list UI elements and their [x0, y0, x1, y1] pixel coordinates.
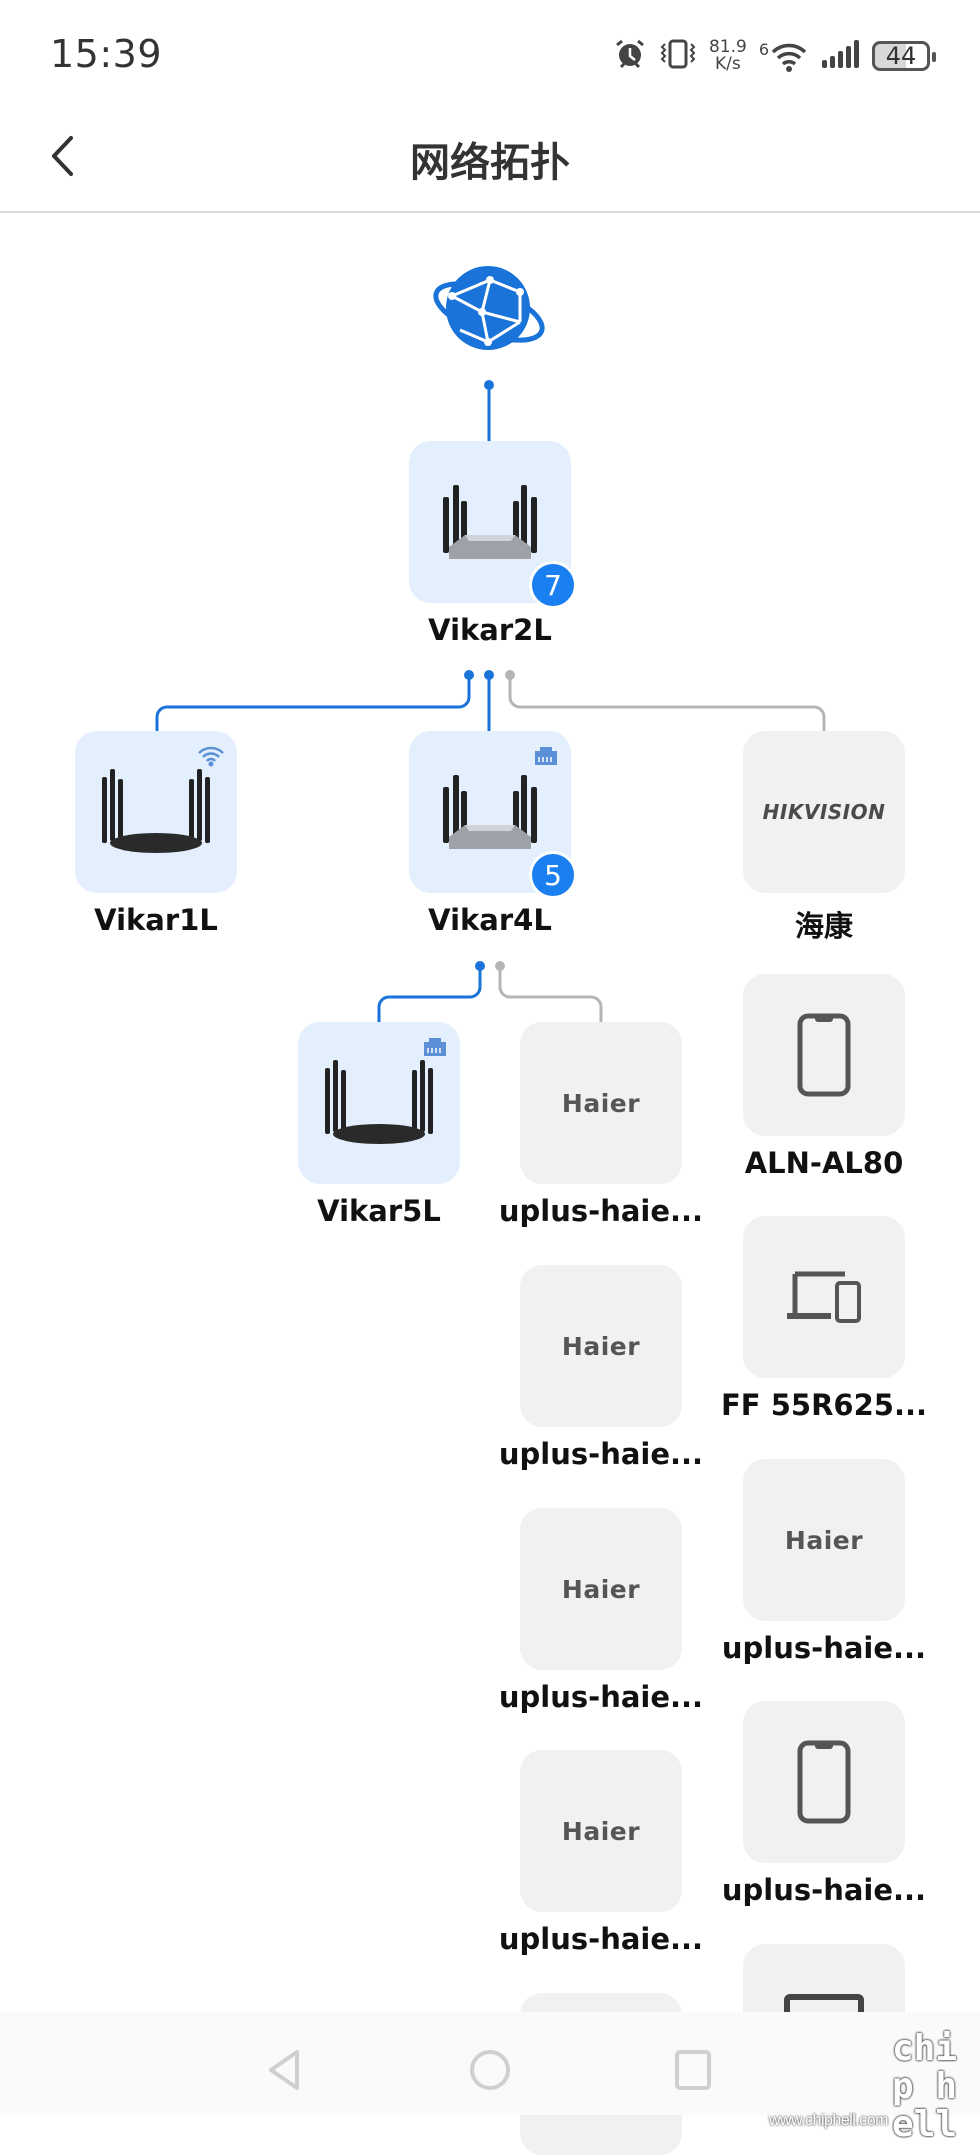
node-label: uplus-haie...: [498, 1437, 704, 1471]
device-count-badge: 7: [529, 561, 577, 609]
nav-recents-button[interactable]: [663, 2040, 723, 2100]
device-card[interactable]: [743, 1216, 905, 1378]
node-label: ALN-AL80: [744, 1146, 904, 1180]
device-card[interactable]: Haier: [520, 1508, 682, 1670]
router-card[interactable]: 5: [409, 731, 577, 899]
system-nav-bar: www.chiphell.com chip hell: [0, 2012, 980, 2144]
node-vikar5l[interactable]: Vikar5L: [298, 1022, 460, 1228]
uplink-line: [484, 380, 494, 441]
router-icon: [102, 769, 210, 853]
link-vikar1l: [155, 670, 474, 731]
nav-back-button[interactable]: [255, 2040, 315, 2100]
chevron-left-icon: [52, 136, 73, 176]
node-haier[interactable]: Haier uplus-haie...: [722, 1459, 926, 1665]
home-circle-icon: [470, 2050, 510, 2090]
node-label: uplus-haie...: [721, 1873, 927, 1907]
chiphell-logo: chip hell: [892, 2028, 958, 2145]
node-label: Vikar4L: [428, 903, 552, 937]
hikvision-logo: HIKVISION: [762, 800, 886, 824]
node-ff55r625[interactable]: FF 55R625...: [721, 1216, 927, 1422]
device-card[interactable]: Haier: [520, 1265, 682, 1427]
wifi-gen-label: 6: [758, 40, 769, 59]
globe-icon[interactable]: [430, 262, 548, 358]
node-label: uplus-haie...: [498, 1680, 704, 1714]
device-card[interactable]: HIKVISION: [743, 731, 905, 893]
router-icon: [443, 775, 537, 849]
haier-logo: Haier: [561, 1088, 641, 1118]
node-haier[interactable]: Haier uplus-haie...: [499, 1508, 703, 1714]
link-vikar4l: [484, 670, 494, 731]
node-label: uplus-haie...: [498, 1194, 704, 1228]
node-label: uplus-haie...: [721, 1631, 927, 1665]
vibrate-icon: [659, 37, 697, 76]
node-main-router[interactable]: 7 Vikar2L: [409, 441, 577, 647]
back-button[interactable]: [40, 126, 84, 186]
link-hikvision: [505, 670, 826, 731]
battery-icon: 44: [872, 41, 936, 71]
watermark: www.chiphell.com chip hell: [769, 2030, 972, 2144]
alarm-icon: [613, 37, 647, 76]
net-speed: 81.9 K/s: [709, 39, 747, 73]
node-label: 海康: [794, 909, 853, 943]
device-count-badge: 5: [529, 851, 577, 899]
page-title: 网络拓扑: [410, 140, 570, 186]
device-card[interactable]: Haier: [520, 1750, 682, 1912]
haier-logo: Haier: [561, 1816, 641, 1846]
haier-logo: Haier: [561, 1331, 641, 1361]
node-haier[interactable]: Haier uplus-haie...: [499, 1265, 703, 1471]
phone-icon: [797, 1740, 851, 1824]
back-triangle-icon: [269, 2050, 299, 2090]
node-hikvision[interactable]: HIKVISION 海康: [743, 731, 905, 943]
signal-icon: [820, 38, 860, 75]
haier-logo: Haier: [784, 1525, 864, 1555]
phone-icon: [797, 1013, 851, 1097]
node-label: Vikar2L: [428, 613, 552, 647]
node-aln-al80[interactable]: ALN-AL80: [743, 974, 905, 1180]
node-haier[interactable]: Haier uplus-haie...: [499, 1750, 703, 1956]
device-card[interactable]: [743, 1701, 905, 1863]
node-vikar1l[interactable]: Vikar1L: [75, 731, 237, 937]
ethernet-connection-icon: [535, 747, 557, 765]
node-label: FF 55R625...: [721, 1388, 927, 1422]
net-speed-value: 81.9: [708, 37, 747, 57]
wifi-connection-icon: [198, 746, 224, 767]
net-speed-unit: K/s: [715, 54, 741, 74]
router-card[interactable]: 7: [409, 441, 577, 609]
device-card[interactable]: Haier: [520, 1022, 682, 1184]
device-card[interactable]: Haier: [743, 1459, 905, 1621]
router-icon: [443, 485, 537, 559]
node-label: Vikar1L: [94, 903, 218, 937]
link-vikar5l: [377, 961, 485, 1022]
node-label: uplus-haie...: [498, 1922, 704, 1956]
router-card[interactable]: [75, 731, 237, 893]
battery-level: 44: [885, 42, 917, 70]
node-vikar4l[interactable]: 5 Vikar4L: [409, 731, 577, 937]
laptop-phone-icon: [787, 1271, 861, 1323]
device-card[interactable]: [743, 974, 905, 1136]
topology-lines: [155, 380, 826, 1022]
nav-home-button[interactable]: [460, 2040, 520, 2100]
header-divider: [0, 211, 980, 213]
wifi-icon: 6: [759, 40, 808, 72]
haier-logo: Haier: [561, 1574, 641, 1604]
recents-square-icon: [675, 2050, 711, 2090]
node-uplus-phone[interactable]: uplus-haie...: [722, 1701, 926, 1907]
router-icon: [325, 1060, 433, 1144]
router-card[interactable]: [298, 1022, 460, 1184]
node-label: Vikar5L: [317, 1194, 441, 1228]
ethernet-connection-icon: [424, 1038, 446, 1056]
node-haier[interactable]: Haier uplus-haie...: [499, 1022, 703, 1228]
status-icons: 81.9 K/s 6 44: [613, 34, 936, 78]
status-time: 15:39: [50, 32, 163, 76]
link-haier: [495, 961, 603, 1022]
